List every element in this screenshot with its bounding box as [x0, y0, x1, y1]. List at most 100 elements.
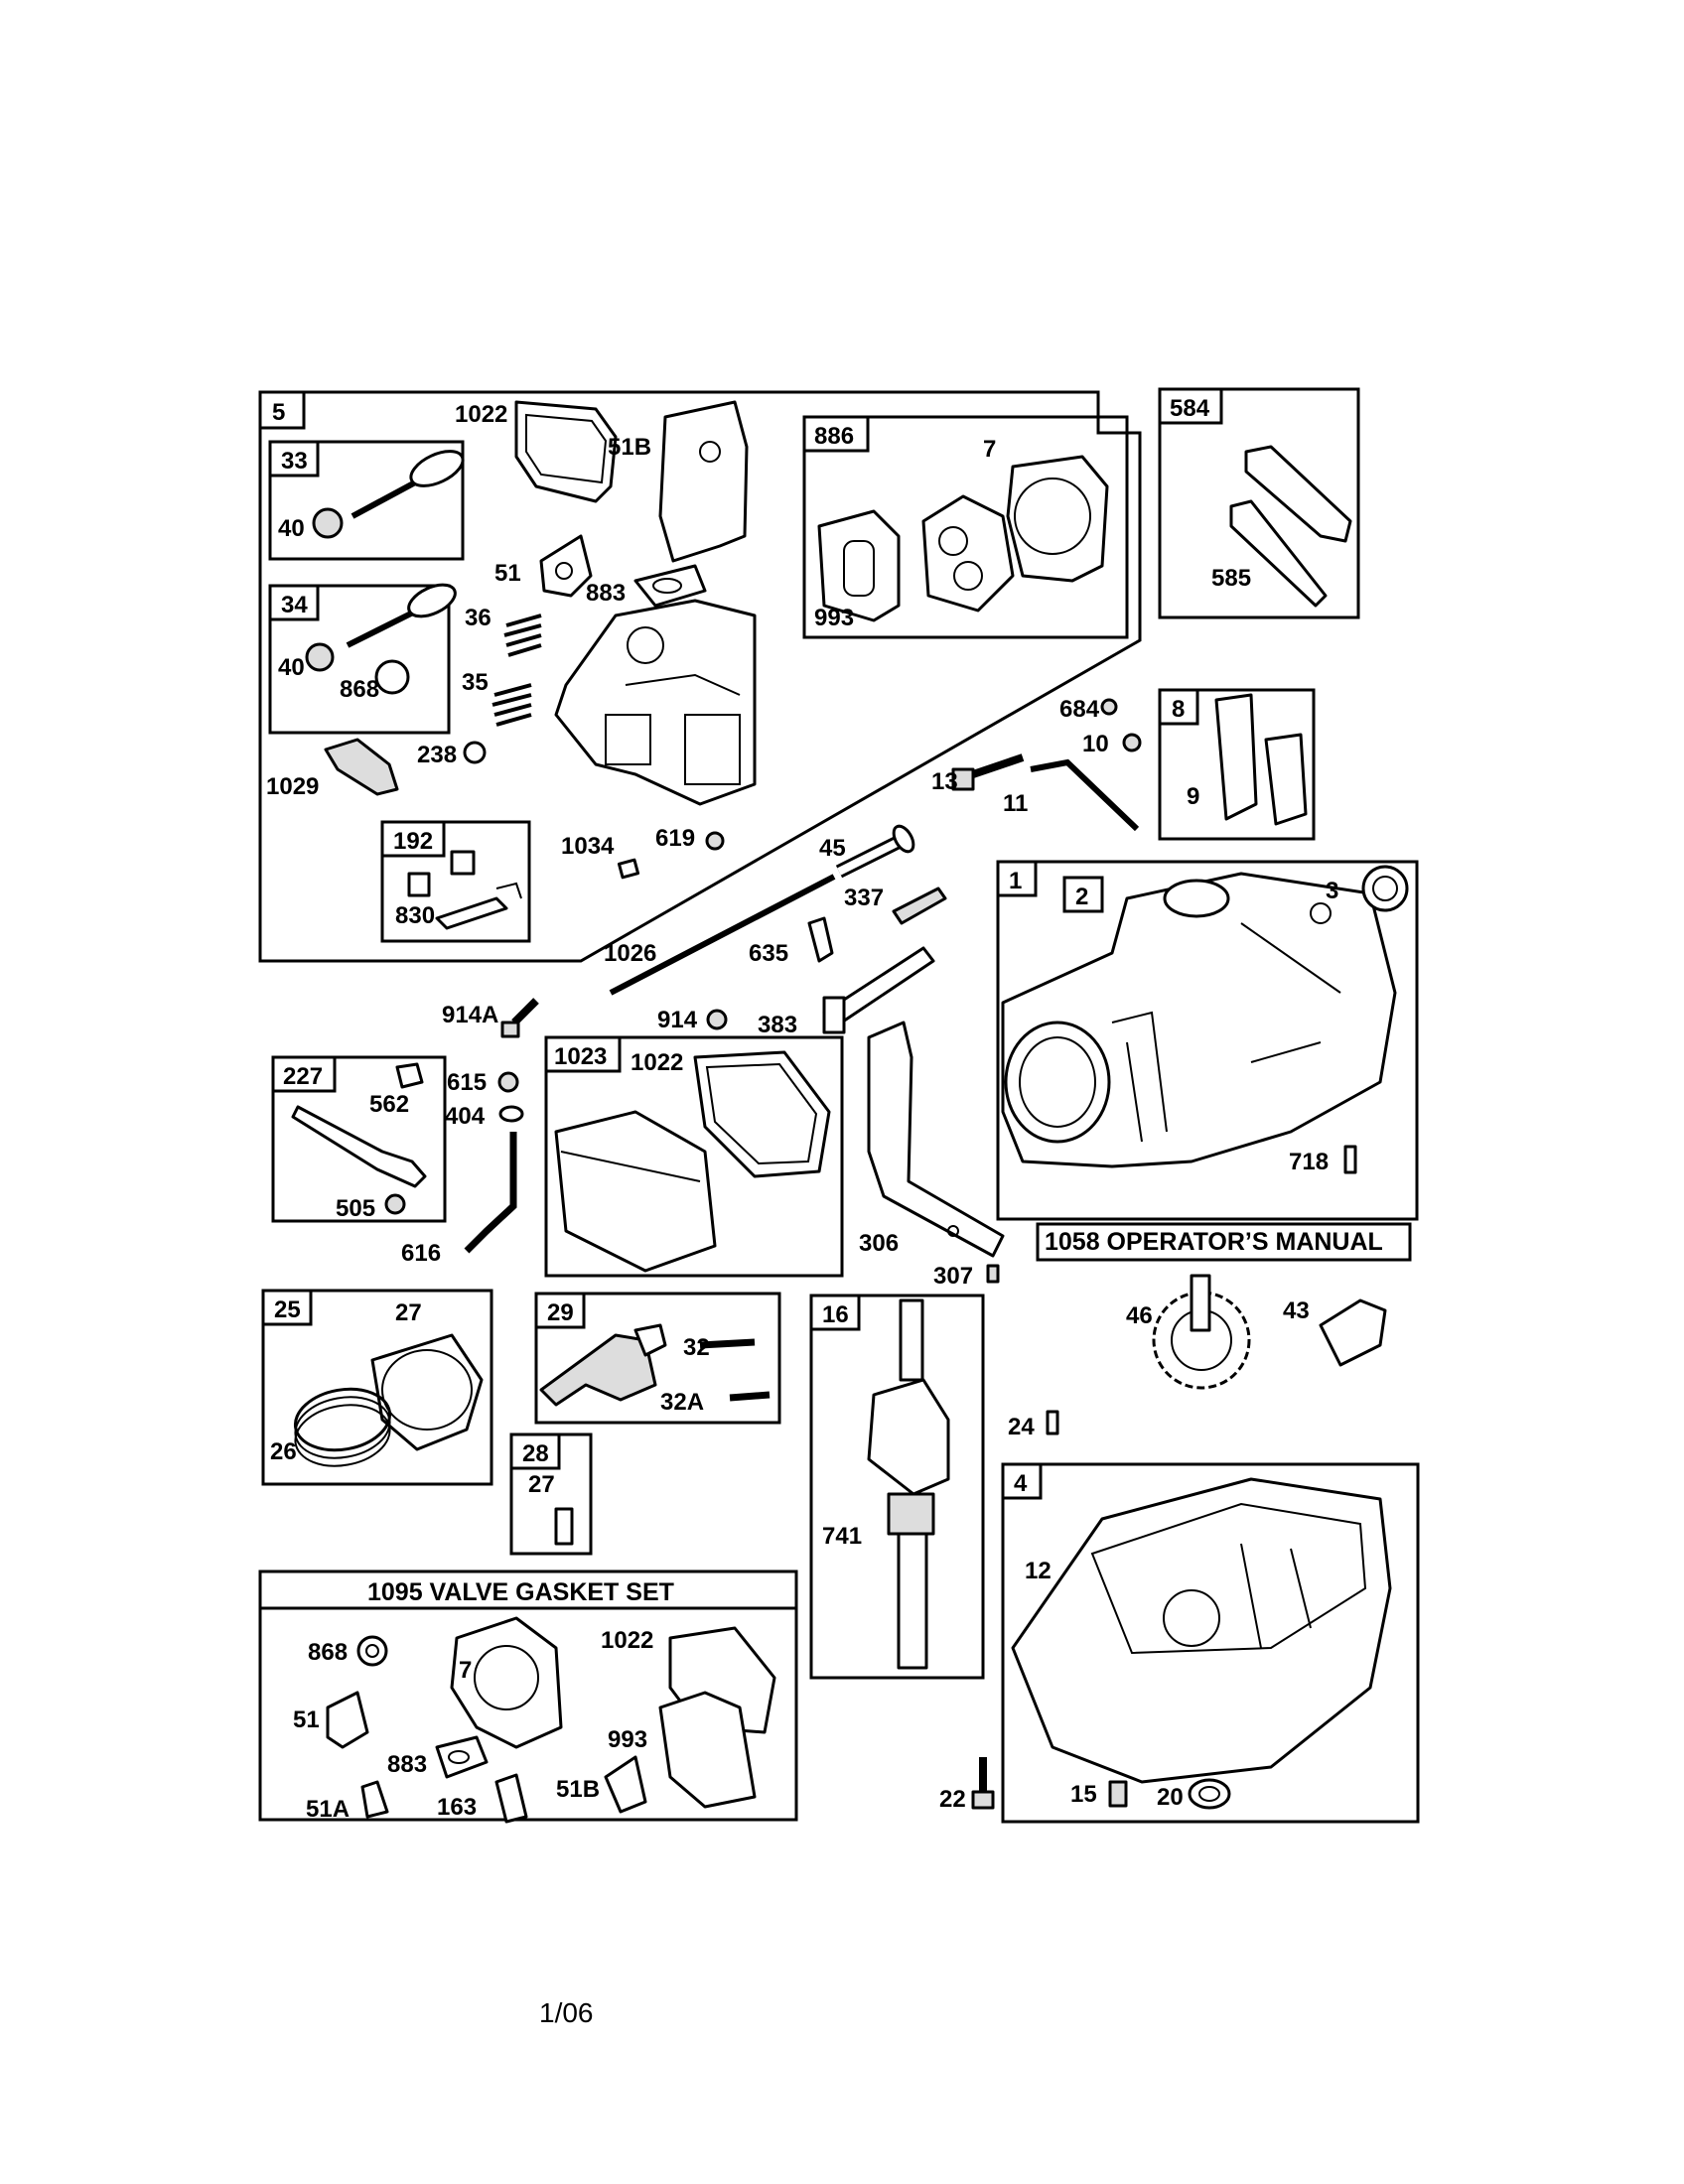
seal-20 — [1188, 1778, 1231, 1810]
rocker-stud-192 — [407, 850, 522, 930]
spring-36 — [503, 614, 542, 657]
screw-914 — [706, 1009, 728, 1030]
label-51b-b: 51B — [556, 1776, 600, 1803]
label-36: 36 — [465, 605, 491, 631]
label-51-a: 51 — [494, 560, 521, 587]
label-718: 718 — [1289, 1149, 1329, 1175]
pushrod-1026 — [609, 874, 836, 996]
label-1029: 1029 — [266, 773, 319, 800]
label-32a: 32A — [660, 1389, 704, 1416]
box-192-frame — [380, 820, 531, 943]
box-29-number — [534, 1292, 586, 1329]
pin-24 — [1046, 1410, 1059, 1435]
box-5-label: 5 — [272, 399, 285, 426]
label-15: 15 — [1070, 1781, 1097, 1808]
label-26: 26 — [270, 1438, 297, 1465]
pin-718 — [1343, 1145, 1357, 1174]
box-25-number — [261, 1289, 313, 1326]
label-619: 619 — [655, 825, 695, 852]
box-1-frame — [996, 860, 1419, 1221]
label-993-b: 993 — [608, 1726, 647, 1753]
plug-15 — [1108, 1780, 1128, 1808]
label-238: 238 — [417, 742, 457, 768]
box-2-number — [1062, 876, 1104, 913]
box-8-frame — [1158, 688, 1316, 841]
label-616: 616 — [401, 1240, 441, 1267]
gasket-set-parts — [326, 1616, 776, 1824]
label-10: 10 — [1082, 731, 1109, 757]
label-40-a: 40 — [278, 515, 305, 542]
label-20: 20 — [1157, 1784, 1184, 1811]
box-227-label: 227 — [283, 1063, 323, 1090]
rod-11 — [1030, 758, 1140, 832]
box-584-frame — [1158, 387, 1360, 619]
box-1-label: 1 — [1009, 868, 1022, 894]
box-28-number — [509, 1433, 561, 1470]
label-914: 914 — [657, 1007, 698, 1033]
label-868-b: 868 — [308, 1639, 348, 1666]
box-4-number — [1001, 1462, 1043, 1500]
label-1022-c: 1022 — [601, 1627, 653, 1654]
label-1034: 1034 — [561, 833, 615, 860]
box-886-frame — [802, 415, 1129, 639]
bolt-22 — [971, 1757, 995, 1810]
breather-8 — [1214, 693, 1308, 826]
label-306: 306 — [859, 1230, 899, 1257]
shaft-616 — [464, 1132, 517, 1254]
box-34-frame — [268, 584, 451, 735]
label-9: 9 — [1187, 783, 1199, 810]
label-13: 13 — [931, 768, 958, 795]
box-1023-number — [544, 1035, 622, 1073]
tube-45 — [835, 824, 915, 879]
label-883-a: 883 — [586, 580, 626, 607]
box-886-label: 886 — [814, 423, 854, 450]
box-886-number — [802, 415, 870, 453]
cylinder-head — [554, 599, 757, 806]
bolt-13 — [951, 753, 1025, 791]
piston-25 — [293, 1333, 484, 1467]
label-35: 35 — [462, 669, 489, 696]
gasket-883 — [633, 564, 707, 608]
pin-28 — [554, 1507, 574, 1546]
screw-684 — [1100, 698, 1118, 716]
gasket-set-886 — [817, 455, 1109, 622]
label-307: 307 — [933, 1263, 973, 1290]
label-337: 337 — [844, 885, 884, 911]
screw-619 — [705, 831, 725, 851]
crankshaft-16 — [867, 1298, 950, 1670]
footer-date: 1/06 — [539, 1997, 594, 2028]
box-227-frame — [271, 1055, 447, 1223]
label-27-a: 27 — [395, 1299, 422, 1326]
shroud-306 — [867, 1021, 1005, 1258]
box-1023-label: 1023 — [554, 1043, 607, 1070]
bolt-914a — [500, 998, 539, 1038]
label-51-b: 51 — [293, 1706, 320, 1733]
box-33-number — [268, 440, 320, 478]
box-584-number — [1158, 387, 1223, 425]
ball-238 — [463, 741, 487, 764]
box-16-number — [809, 1294, 861, 1331]
label-684: 684 — [1059, 696, 1100, 723]
box-8-label: 8 — [1172, 696, 1185, 723]
label-883-b: 883 — [387, 1751, 427, 1778]
box-4-label: 4 — [1014, 1470, 1028, 1497]
label-1022-b: 1022 — [631, 1049, 683, 1076]
fitting-635 — [807, 916, 834, 963]
box-1-number — [996, 860, 1038, 897]
box-8-number — [1158, 688, 1199, 726]
box-33-label: 33 — [281, 448, 308, 475]
box-5-number — [258, 390, 306, 430]
label-51b-a: 51B — [608, 434, 651, 461]
spark-plug-337 — [892, 887, 947, 925]
label-914a: 914A — [442, 1002, 498, 1028]
label-585: 585 — [1211, 565, 1251, 592]
gasket-51 — [539, 534, 593, 598]
rocker-cover-1023 — [554, 1050, 831, 1273]
label-404: 404 — [445, 1103, 486, 1130]
box-584-label: 584 — [1170, 395, 1210, 422]
crankcase-cylinder — [1001, 872, 1397, 1168]
dipstick-tube-383 — [822, 946, 935, 1034]
label-562: 562 — [369, 1091, 409, 1118]
governor-43 — [1319, 1298, 1387, 1367]
gasket-set-frame — [258, 1570, 798, 1822]
